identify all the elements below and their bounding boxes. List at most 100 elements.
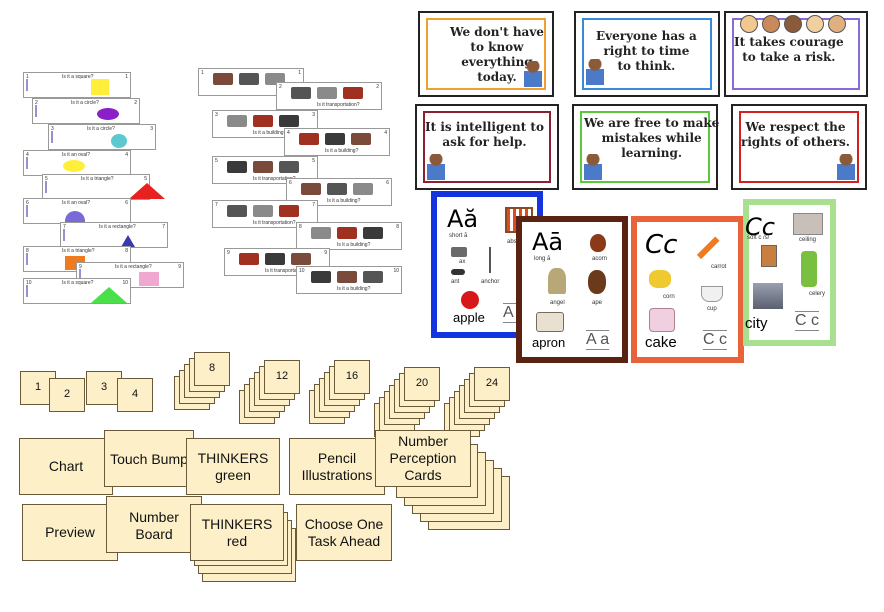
- poster-1[interactable]: We don't have to know everything today.: [418, 11, 554, 97]
- number-label: 16: [345, 370, 359, 383]
- poster-text: Everyone has a right to time to think.: [596, 29, 697, 73]
- strip-question: Is it a square?: [62, 74, 94, 80]
- number-stack-8[interactable]: 8: [194, 352, 230, 386]
- strip-number-right: 2: [134, 100, 137, 106]
- strip-number-right: 1: [125, 74, 128, 80]
- thumbnail-picture: [239, 73, 259, 85]
- strip-question: Is it a circle?: [87, 126, 115, 132]
- strip-marker: [26, 157, 28, 169]
- letter-heading: Aă: [447, 205, 479, 233]
- strip-number-right: 5: [312, 158, 315, 164]
- strip-marker: [51, 131, 53, 143]
- child-illustration: [586, 59, 604, 85]
- angel-icon: [548, 268, 566, 294]
- poster-4[interactable]: It is intelligent to ask for help.: [415, 104, 559, 190]
- strip-number: 4: [26, 152, 29, 158]
- word-label: acorn: [592, 256, 608, 262]
- thumbnail-picture: [337, 227, 357, 239]
- child-illustration: [524, 61, 542, 87]
- touch-bump-label: Touch Bump: [110, 451, 188, 467]
- child-face-icon: [762, 15, 780, 33]
- strip-number: 9: [227, 250, 230, 256]
- sound-label: short ă: [449, 233, 468, 239]
- number-card-2[interactable]: 2: [49, 378, 85, 412]
- strip-question: Is it an oval?: [62, 200, 91, 206]
- thumbnail-picture: [227, 115, 247, 127]
- poster-6[interactable]: We respect the rights of others.: [731, 104, 867, 190]
- child-face-icon: [784, 15, 802, 33]
- corn-icon: [649, 270, 671, 288]
- child-illustration: [584, 154, 602, 180]
- strip-number-right: 3: [312, 112, 315, 118]
- number-board-button[interactable]: Number Board: [106, 496, 202, 553]
- acorn-icon: [590, 234, 606, 252]
- strip-marker: [26, 79, 28, 91]
- alphabet-card-hard-c[interactable]: Cc carrot corn cup cake C c: [631, 216, 744, 363]
- number-card-4[interactable]: 4: [117, 378, 153, 412]
- number-stack-12[interactable]: 12: [264, 360, 300, 394]
- strip-number: 4: [287, 130, 290, 136]
- thumbnail-picture: [253, 115, 273, 127]
- oval-shape: [63, 160, 85, 172]
- strip-number: 8: [299, 224, 302, 230]
- strip-number: 9: [79, 264, 82, 270]
- word-label: ant: [451, 279, 460, 285]
- strip-question: Is it a building?: [253, 130, 287, 136]
- triangle-small-shape: [121, 235, 135, 247]
- strip-number: 1: [26, 74, 29, 80]
- strip-question: Is it a building?: [337, 286, 371, 292]
- chart-button[interactable]: Chart: [19, 438, 113, 495]
- apron-icon: [536, 312, 564, 332]
- pencil-illustrations-button[interactable]: Pencil Illustrations: [289, 438, 385, 495]
- thumbnail-picture: [351, 133, 371, 145]
- strip-number: 5: [215, 158, 218, 164]
- alphabet-card-long-a[interactable]: Aā long ā acorn angel ape apron A a: [516, 216, 628, 363]
- thumbnail-picture: [253, 161, 273, 173]
- touch-bump-button[interactable]: Touch Bump: [104, 430, 194, 487]
- sound-label: soft c /s/: [747, 235, 770, 241]
- choose-one-label: Choose One Task Ahead: [304, 515, 384, 549]
- thumbnail-picture: [279, 161, 299, 173]
- number-label: 2: [63, 388, 71, 401]
- poster-3[interactable]: It takes courage to take a risk.: [724, 11, 868, 97]
- thinkers-red-label: THINKERS red: [201, 515, 273, 549]
- thinkers-red-button[interactable]: THINKERS red: [190, 504, 284, 561]
- poster-5[interactable]: We are free to make mistakes while learn…: [572, 104, 719, 190]
- strip-marker: [45, 181, 47, 193]
- shape-strip-1[interactable]: 1 1 Is it a square?: [23, 72, 131, 98]
- strip-number-right: 8: [125, 248, 128, 254]
- thumbnail-picture: [239, 253, 259, 265]
- strip-question: Is it a triangle?: [62, 248, 95, 254]
- thumbnail-picture: [317, 87, 337, 99]
- pencil-illustrations-label: Pencil Illustrations: [301, 449, 373, 483]
- number-stack-16[interactable]: 16: [334, 360, 370, 394]
- strip-number: 10: [26, 280, 32, 286]
- strip-question: Is it transportation?: [253, 220, 296, 226]
- strip-number-right: 2: [376, 84, 379, 90]
- thinkers-green-button[interactable]: THINKERS green: [186, 438, 280, 495]
- number-stack-24[interactable]: 24: [474, 367, 510, 401]
- word-label: corn: [663, 294, 675, 300]
- choose-one-task-ahead-button[interactable]: Choose One Task Ahead: [296, 504, 392, 561]
- celery-icon: [801, 251, 817, 287]
- strip-marker: [26, 253, 28, 265]
- poster-2[interactable]: Everyone has a right to time to think.: [574, 11, 720, 97]
- circle-shape: [111, 134, 127, 148]
- strip-number: 3: [215, 112, 218, 118]
- alphabet-card-soft-c[interactable]: Cc soft c /s/ ceiling celery city C c: [743, 199, 836, 346]
- preview-button[interactable]: Preview: [22, 504, 118, 561]
- thumbnail-picture: [325, 133, 345, 145]
- number-perception-cards-button[interactable]: Number Perception Cards: [375, 430, 471, 487]
- number-stack-20[interactable]: 20: [404, 367, 440, 401]
